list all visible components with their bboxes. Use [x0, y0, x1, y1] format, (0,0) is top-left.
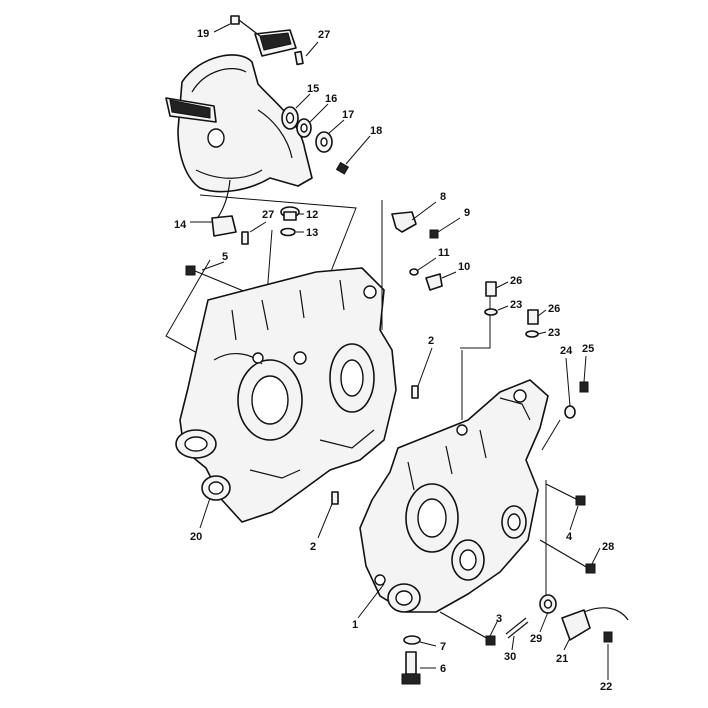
dowel-pin-2-lower — [331, 491, 339, 505]
clip-10-11 — [409, 268, 443, 291]
callout-2-upper: 2 — [428, 335, 434, 347]
dowel-pin-27-top — [294, 50, 304, 66]
bolt-6 — [401, 651, 421, 685]
callout-11: 11 — [438, 247, 450, 259]
callout-25: 25 — [582, 343, 594, 355]
plug-26-washer-23 — [484, 281, 539, 338]
callout-15: 15 — [307, 83, 319, 95]
washer-7 — [403, 635, 421, 645]
seal-29 — [539, 594, 557, 614]
callout-18: 18 — [370, 125, 382, 137]
callout-13: 13 — [306, 227, 318, 239]
callout-9: 9 — [464, 207, 470, 219]
projection-line-right — [381, 200, 561, 600]
callout-27-lower: 27 — [262, 209, 274, 221]
callout-28: 28 — [602, 541, 614, 553]
callout-8: 8 — [440, 191, 446, 203]
callout-4: 4 — [566, 531, 573, 543]
callout-20: 20 — [190, 531, 202, 543]
right-crankcase — [359, 379, 549, 613]
bolt-5 — [185, 265, 247, 293]
sensor-21 — [561, 607, 629, 641]
callout-19: 19 — [197, 28, 209, 40]
callout-10: 10 — [458, 261, 470, 273]
left-crankcase — [175, 267, 397, 523]
callout-2-lower: 2 — [310, 541, 316, 553]
magneto-cover — [165, 29, 313, 237]
callout-22: 22 — [600, 681, 612, 693]
bolt-22 — [603, 631, 613, 643]
callout-21: 21 — [556, 653, 568, 665]
callout-26-b: 26 — [548, 303, 560, 315]
callout-labels: 19 27 15 16 17 18 14 27 12 13 5 8 9 11 1… — [174, 28, 614, 693]
dowel-pin-2-upper — [411, 385, 419, 399]
pin-30 — [505, 617, 529, 639]
bolt-4 — [545, 483, 586, 506]
seal-washer-stack — [281, 106, 350, 175]
callout-7: 7 — [440, 641, 446, 653]
bolt-3 — [439, 611, 496, 646]
dowel-pin-27-lower — [241, 231, 249, 245]
bolt-28 — [539, 539, 596, 574]
callout-1: 1 — [352, 619, 358, 631]
callout-17: 17 — [342, 109, 354, 121]
leader-lines — [190, 23, 609, 680]
callout-30: 30 — [504, 651, 516, 663]
callout-3: 3 — [496, 613, 502, 625]
callout-6: 6 — [440, 663, 446, 675]
callout-27-top: 27 — [318, 29, 330, 41]
callout-29: 29 — [530, 633, 542, 645]
callout-16: 16 — [325, 93, 337, 105]
drain-plug-12 — [280, 206, 300, 237]
callout-12: 12 — [306, 209, 318, 221]
callout-24: 24 — [560, 345, 573, 357]
callout-5: 5 — [222, 251, 228, 263]
bolt-19 — [230, 15, 261, 37]
callout-26-a: 26 — [510, 275, 522, 287]
callout-23-a: 23 — [510, 299, 522, 311]
callout-23-b: 23 — [548, 327, 560, 339]
bracket-8 — [391, 211, 439, 239]
callout-14: 14 — [174, 219, 187, 231]
